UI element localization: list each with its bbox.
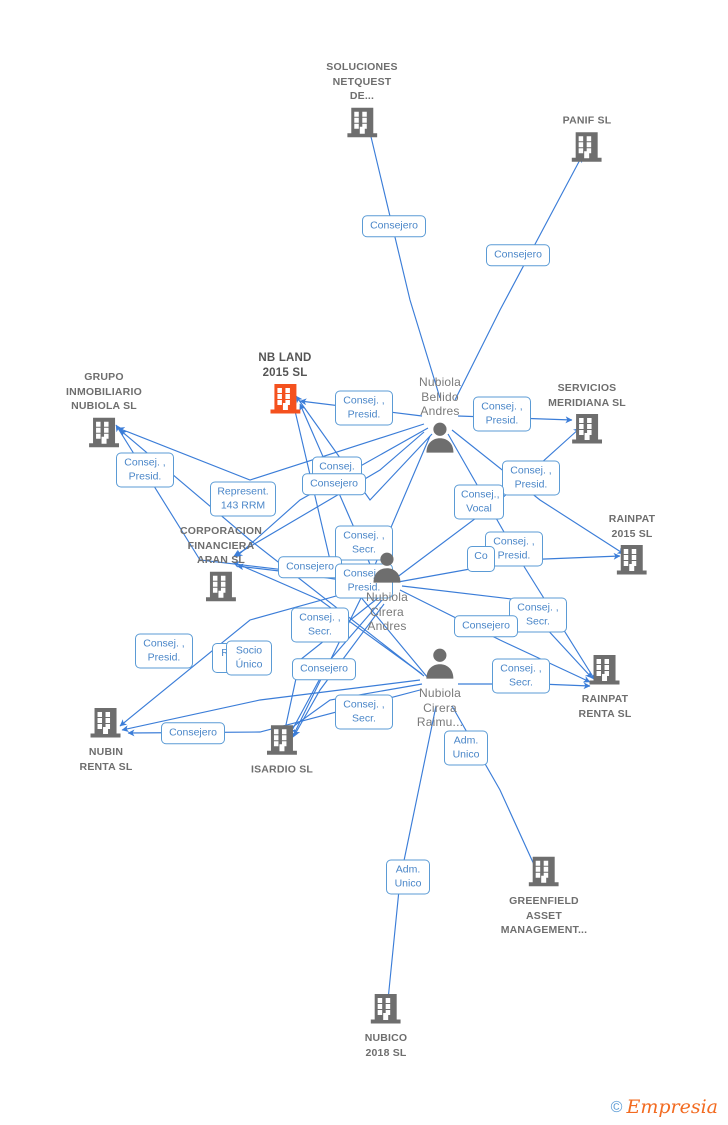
building-icon — [579, 653, 632, 690]
graph-node-rainpatrent[interactable]: RAINPAT RENTA SL — [579, 653, 632, 721]
graph-node-panif[interactable]: PANIF SL — [563, 113, 612, 167]
relation-label[interactable]: Consej. , Presid. — [116, 452, 174, 488]
node-label: NUBIN RENTA SL — [79, 746, 133, 773]
node-label: GREENFIELD ASSET MANAGEMENT... — [500, 894, 588, 936]
relation-label[interactable]: Adm. Unico — [386, 859, 430, 895]
relation-label[interactable]: Represent. 143 RRM — [210, 481, 276, 517]
person-icon — [366, 551, 408, 588]
relation-label[interactable]: Adm. Unico — [444, 730, 488, 766]
node-label: PANIF SL — [562, 114, 612, 127]
graph-node-greenfield[interactable]: GREENFIELD ASSET MANAGEMENT... — [501, 855, 588, 938]
graph-node-p_raimundo[interactable]: Nubiola Cirera Raimu... — [417, 647, 463, 730]
node-label: RAINPAT 2015 SL — [608, 513, 656, 540]
building-icon — [251, 723, 313, 760]
relation-label[interactable]: Consejero — [292, 658, 356, 680]
relation-label[interactable]: Consejero — [161, 722, 225, 744]
relation-label[interactable]: Co — [467, 546, 495, 572]
node-label: NB LAND 2015 SL — [258, 352, 312, 379]
relation-label[interactable]: Socio Único — [226, 640, 272, 676]
brand-name: Empresia — [626, 1096, 718, 1118]
building-icon — [365, 992, 408, 1029]
relation-label[interactable]: Consejero — [278, 556, 342, 578]
relation-label[interactable]: Consej., Vocal — [454, 484, 504, 520]
copyright-icon: © — [610, 1098, 623, 1116]
relation-label[interactable]: Consejero — [486, 244, 550, 266]
node-label: GRUPO INMOBILIARIO NUBIOLA SL — [66, 370, 142, 412]
person-icon — [419, 420, 461, 457]
relation-label[interactable]: Consejero — [454, 615, 518, 637]
graph-node-servicios[interactable]: SERVICIOS MERIDIANA SL — [548, 381, 626, 449]
relation-label[interactable]: Consej. , Secr. — [492, 658, 550, 694]
person-icon — [417, 647, 463, 684]
building-icon — [609, 543, 656, 580]
graph-node-isardio[interactable]: ISARDIO SL — [251, 723, 313, 777]
graph-node-nubico[interactable]: NUBICO 2018 SL — [365, 992, 408, 1060]
graph-node-nubin[interactable]: NUBIN RENTA SL — [80, 706, 133, 774]
node-label: ISARDIO SL — [250, 763, 314, 776]
relation-label[interactable]: Consej. , Secr. — [335, 694, 393, 730]
building-icon — [501, 855, 588, 892]
relation-label[interactable]: Consej. , Presid. — [135, 633, 193, 669]
graph-node-corpfin[interactable]: CORPORACION FINANCIERA ARAN SL — [180, 524, 262, 607]
building-icon — [180, 569, 262, 606]
building-icon — [326, 105, 397, 142]
graph-node-soluciones[interactable]: SOLUCIONES NETQUEST DE... — [326, 60, 398, 143]
node-label: Nubiola Cirera Raimu... — [416, 685, 464, 729]
building-icon — [66, 415, 142, 452]
node-label: SERVICIOS MERIDIANA SL — [548, 382, 626, 409]
relation-label[interactable]: Consej. , Presid. — [502, 460, 560, 496]
node-label: Nubiola Bellido Andres — [418, 374, 462, 418]
edge-p_bellido-to-panif — [454, 155, 583, 401]
building-icon — [258, 382, 311, 419]
building-icon — [548, 412, 626, 449]
graph-node-rainpat2015[interactable]: RAINPAT 2015 SL — [609, 512, 656, 580]
node-label: SOLUCIONES NETQUEST DE... — [326, 60, 398, 102]
edge-p_raimundo-to-nubico — [384, 705, 437, 1011]
node-label: NUBICO 2018 SL — [364, 1032, 408, 1059]
node-label: Nubiola Cirera Andres — [365, 589, 409, 633]
relation-label[interactable]: Consej. , Secr. — [291, 607, 349, 643]
relation-label[interactable]: Consej. , Presid. — [335, 390, 393, 426]
graph-node-nbland[interactable]: NB LAND 2015 SL — [258, 351, 311, 419]
relation-label[interactable]: Consejero — [302, 473, 366, 495]
building-icon — [80, 706, 133, 743]
relation-label[interactable]: Consej. , Presid. — [473, 396, 531, 432]
empresia-watermark: © Empresia — [611, 1098, 718, 1117]
node-label: CORPORACION FINANCIERA ARAN SL — [179, 524, 263, 566]
edge-p_bellido-to-soluciones — [365, 119, 441, 399]
node-label: RAINPAT RENTA SL — [578, 693, 632, 720]
graph-node-grupo[interactable]: GRUPO INMOBILIARIO NUBIOLA SL — [66, 370, 142, 453]
graph-node-p_bellido[interactable]: Nubiola Bellido Andres — [419, 375, 461, 458]
building-icon — [563, 130, 612, 167]
relation-label[interactable]: Consej. , Secr. — [509, 597, 567, 633]
graph-node-p_andres[interactable]: Nubiola Cirera Andres — [366, 551, 408, 634]
relation-label[interactable]: Consejero — [362, 215, 426, 237]
